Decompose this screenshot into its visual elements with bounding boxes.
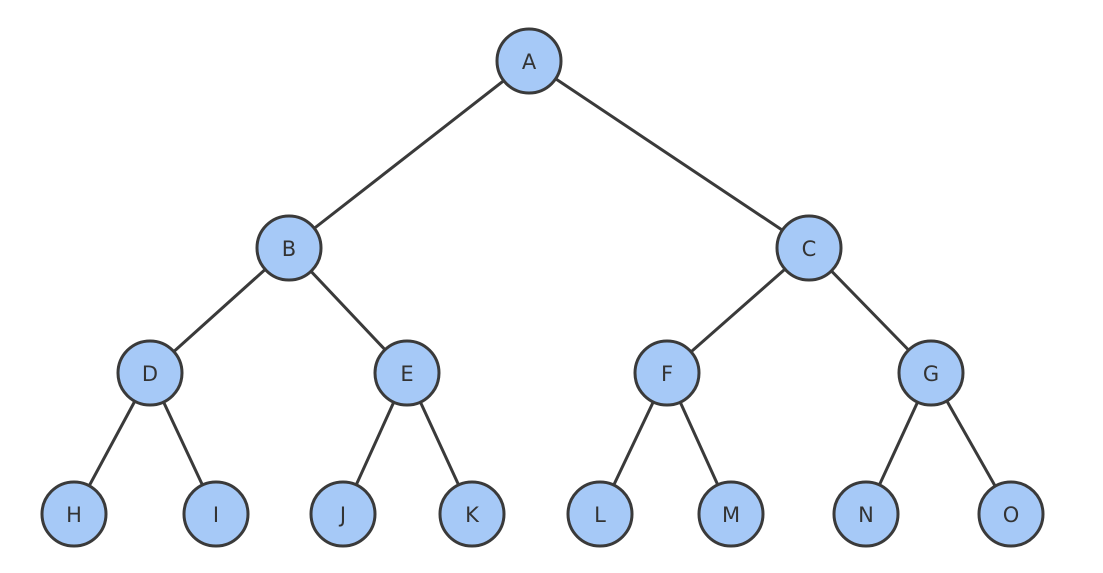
node-label: N	[858, 503, 874, 527]
node-circle	[182, 480, 250, 548]
node-circle	[255, 214, 323, 282]
node-label: E	[400, 362, 413, 386]
node-label: B	[282, 237, 296, 261]
node-g: G	[897, 339, 965, 407]
node-j: J	[309, 480, 377, 548]
node-circle	[566, 480, 634, 548]
edges-layer	[72, 59, 1013, 515]
node-l: L	[566, 480, 634, 548]
node-circle	[775, 214, 843, 282]
node-label: D	[142, 362, 158, 386]
node-n: N	[832, 480, 900, 548]
node-a: A	[495, 27, 563, 95]
node-label: F	[661, 362, 673, 386]
nodes-layer: A B C D E F G H I J K L M N O	[40, 27, 1045, 548]
node-o: O	[977, 480, 1045, 548]
node-circle	[495, 27, 563, 95]
node-label: M	[722, 503, 740, 527]
node-b: B	[255, 214, 323, 282]
node-i: I	[182, 480, 250, 548]
node-circle	[438, 480, 506, 548]
node-k: K	[438, 480, 506, 548]
node-circle	[40, 480, 108, 548]
node-f: F	[633, 339, 701, 407]
node-label: L	[594, 503, 606, 527]
node-circle	[309, 480, 377, 548]
node-label: H	[66, 503, 82, 527]
node-circle	[373, 339, 441, 407]
node-label: K	[465, 503, 480, 527]
node-e: E	[373, 339, 441, 407]
node-d: D	[116, 339, 184, 407]
node-circle	[697, 480, 765, 548]
node-c: C	[775, 214, 843, 282]
node-circle	[977, 480, 1045, 548]
node-label: J	[338, 503, 346, 527]
node-circle	[116, 339, 184, 407]
node-circle	[897, 339, 965, 407]
node-label: I	[213, 503, 219, 527]
node-circle	[832, 480, 900, 548]
edge-a-b	[288, 59, 530, 250]
node-circle	[633, 339, 701, 407]
edge-a-c	[528, 59, 810, 250]
node-label: A	[522, 50, 537, 74]
node-h: H	[40, 480, 108, 548]
node-label: C	[802, 237, 817, 261]
node-m: M	[697, 480, 765, 548]
node-label: G	[923, 362, 939, 386]
node-label: O	[1003, 503, 1020, 527]
